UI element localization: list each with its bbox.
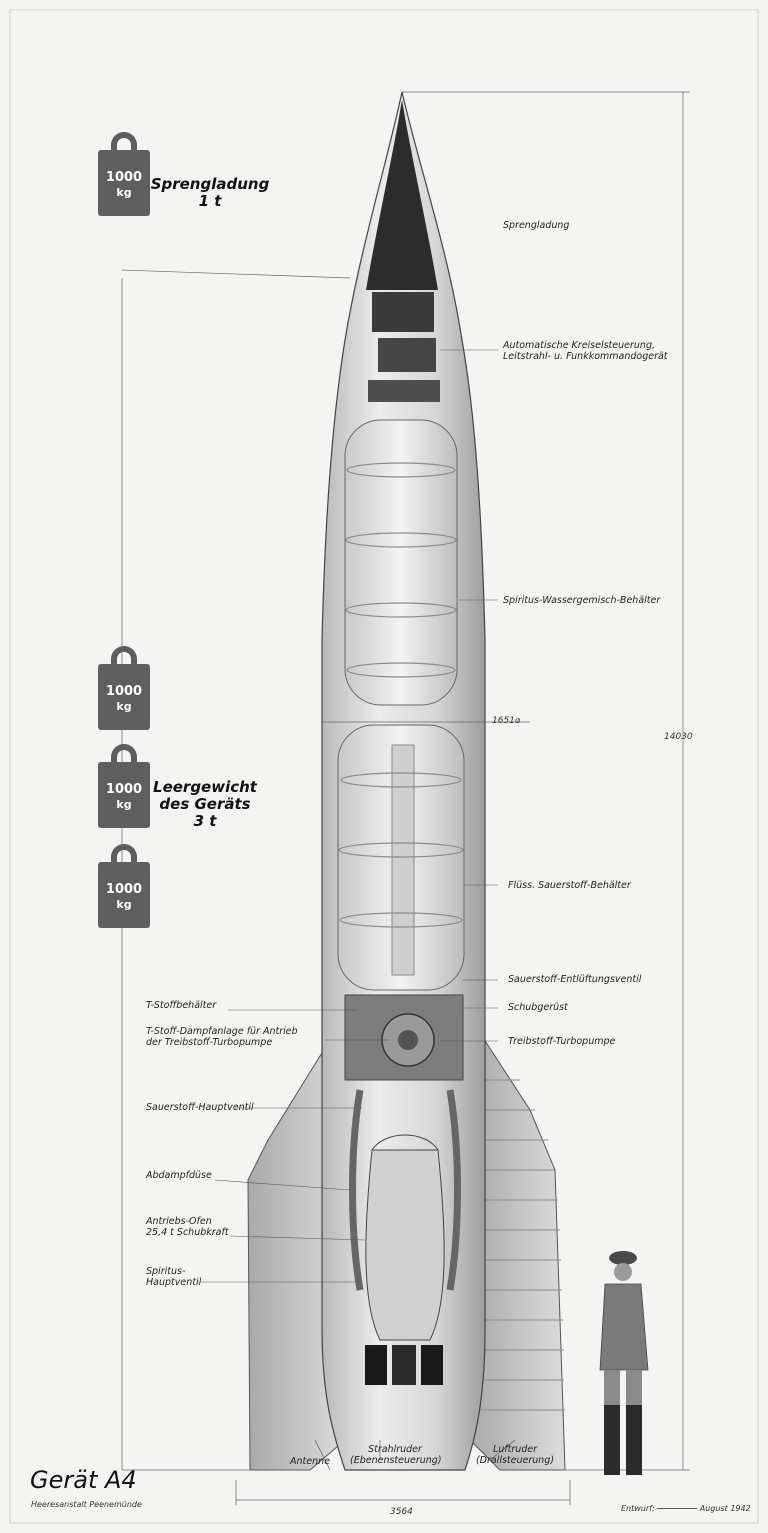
- label-kreiselsteuerung: Automatische Kreiselsteuerung, Leitstrah…: [503, 340, 668, 362]
- empty-weight-label: Leergewicht des Geräts 3 t: [153, 778, 257, 830]
- label-antrieb: Antriebs-Ofen 25,4 t Schubkraft: [146, 1216, 229, 1238]
- label-dampfanlage: T-Stoff-Dampfanlage für Antrieb der Trei…: [146, 1026, 298, 1048]
- weight-value: 1000: [105, 782, 143, 797]
- combustion-chamber: [365, 1149, 445, 1341]
- weight-unit: kg: [116, 700, 132, 713]
- diagram-credit: Entwurf: August 1942: [621, 1504, 751, 1513]
- diagram-subtitle: Heeresanstalt Peenemünde: [31, 1500, 142, 1509]
- turbopump-hub: [398, 1030, 418, 1050]
- alcohol-tank-rings: [345, 462, 457, 678]
- weight-unit: kg: [116, 798, 132, 811]
- signature: [657, 1508, 698, 1509]
- guidance-box-lower: [378, 338, 436, 372]
- instrument-section: [368, 380, 440, 402]
- label-spiritus-behaelter: Spiritus-Wassergemisch-Behälter: [503, 595, 661, 606]
- lox-tank-rings: [338, 772, 464, 928]
- weight-icon-empty-2: 1000 kg: [98, 742, 150, 828]
- label-strahlruder: Strahlruder (Ebenensteuerung): [350, 1444, 442, 1466]
- dimension-diameter: 1651⌀: [492, 716, 521, 726]
- weight-value: 1000: [105, 882, 143, 897]
- alcohol-tank: [344, 419, 458, 706]
- fin-ribs: [480, 1079, 565, 1411]
- label-schubgeruest: Schubgerüst: [508, 1002, 568, 1013]
- jet-vane-right: [421, 1345, 443, 1385]
- weight-value: 1000: [105, 684, 143, 699]
- label-entlueftungsventil: Sauerstoff-Entlüftungsventil: [508, 974, 642, 985]
- label-spiritus-ventil: Spiritus- Hauptventil: [146, 1266, 202, 1288]
- soldier-figure: [599, 1251, 649, 1475]
- dimension-height: 14030: [664, 732, 693, 742]
- label-luftruder: Luftruder (Drallsteuerung): [475, 1444, 555, 1466]
- diagram-title: Gerät A4: [30, 1466, 137, 1494]
- jet-vane-center: [392, 1345, 416, 1385]
- label-turbopumpe: Treibstoff-Turbopumpe: [508, 1036, 616, 1047]
- guidance-box-upper: [372, 292, 434, 332]
- label-sprengladung: Sprengladung: [503, 220, 570, 231]
- label-hauptventil: Sauerstoff-Hauptventil: [146, 1102, 254, 1113]
- label-abdampfduese: Abdampfdüse: [146, 1170, 212, 1181]
- warhead-cavity: [366, 100, 438, 290]
- weight-icon-empty-3: 1000 kg: [98, 842, 150, 928]
- label-antenne: Antenne: [290, 1456, 330, 1467]
- sheet-border: [9, 9, 759, 1524]
- jet-vane-left: [365, 1345, 387, 1385]
- weight-value: 1000: [105, 170, 143, 185]
- weight-icon-warhead: 1000 kg: [98, 130, 150, 216]
- feed-pipe-left: [349, 1089, 364, 1291]
- warhead-weight-label: Sprengladung 1 t: [150, 175, 270, 210]
- weight-unit: kg: [116, 186, 132, 199]
- label-t-stoff: T-Stoffbehälter: [146, 1000, 217, 1011]
- alcohol-feed-pipe: [391, 744, 415, 976]
- feed-pipe-right: [446, 1089, 461, 1291]
- weight-unit: kg: [116, 898, 132, 911]
- leader-lines: [200, 349, 516, 1471]
- weight-icon-empty-1: 1000 kg: [98, 644, 150, 730]
- label-sauerstoff-behaelter: Flüss. Sauerstoff-Behälter: [508, 880, 631, 891]
- dimension-span: 3564: [390, 1507, 413, 1517]
